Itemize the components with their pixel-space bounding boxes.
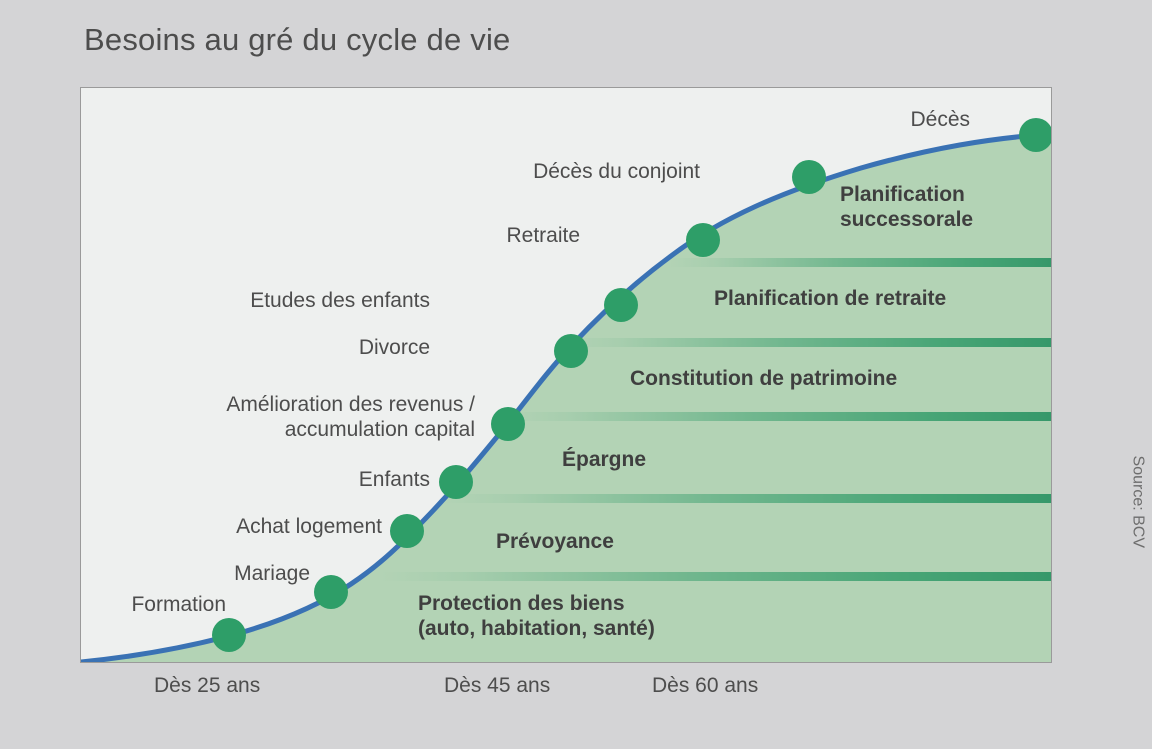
marker-enfants — [439, 465, 473, 499]
axis-tick-des-25-ans: Dès 25 ans — [154, 674, 261, 697]
milestone-label-mariage: Mariage — [234, 562, 310, 585]
marker-retraite — [686, 223, 720, 257]
band-bar-epargne — [441, 494, 1051, 503]
band-label-prevoyance: Prévoyance — [496, 530, 614, 553]
marker-divorce — [554, 334, 588, 368]
band-bar-patrimoine — [501, 412, 1051, 421]
milestone-label-formation: Formation — [131, 593, 226, 616]
band-label-protection-des-biens: Protection des biens (auto, habitation, … — [418, 592, 655, 640]
marker-achat-logement — [390, 514, 424, 548]
milestone-label-achat-logement: Achat logement — [236, 515, 382, 538]
band-label-planification-successorale: Planification successorale — [840, 183, 974, 231]
band-label-planification-de-retraite: Planification de retraite — [714, 287, 947, 310]
milestone-label-etudes-des-enfants: Etudes des enfants — [250, 289, 430, 312]
milestone-label-deces: Décès — [910, 108, 970, 131]
band-bar-successorale — [669, 258, 1051, 267]
band-label-epargne: Épargne — [562, 448, 647, 471]
chart-svg — [81, 118, 1051, 662]
band-label-constitution-de-patrimoine: Constitution de patrimoine — [630, 367, 898, 390]
axis-tick-des-60-ans: Dès 60 ans — [652, 674, 759, 697]
chart-plot-area — [80, 87, 1052, 663]
milestone-markers — [212, 118, 1051, 652]
page-title: Besoins au gré du cycle de vie — [84, 22, 511, 57]
marker-deces — [1019, 118, 1051, 152]
band-bar-prevoyance — [381, 572, 1051, 581]
milestone-label-amelioration-revenus: Amélioration des revenus / accumulation … — [226, 393, 475, 442]
milestone-label-retraite: Retraite — [506, 224, 580, 247]
milestone-label-enfants: Enfants — [358, 468, 430, 491]
band-separator-bars — [381, 258, 1051, 581]
marker-etudes-des-enfants — [604, 288, 638, 322]
marker-formation — [212, 618, 246, 652]
source-note: Source: BCV — [1129, 455, 1146, 548]
milestone-label-divorce: Divorce — [358, 336, 430, 359]
milestone-label-deces-du-conjoint: Décès du conjoint — [533, 160, 700, 183]
marker-deces-du-conjoint — [792, 160, 826, 194]
marker-amelioration — [491, 407, 525, 441]
band-bar-retraite — [561, 338, 1051, 347]
marker-mariage — [314, 575, 348, 609]
axis-tick-des-45-ans: Dès 45 ans — [444, 674, 551, 697]
